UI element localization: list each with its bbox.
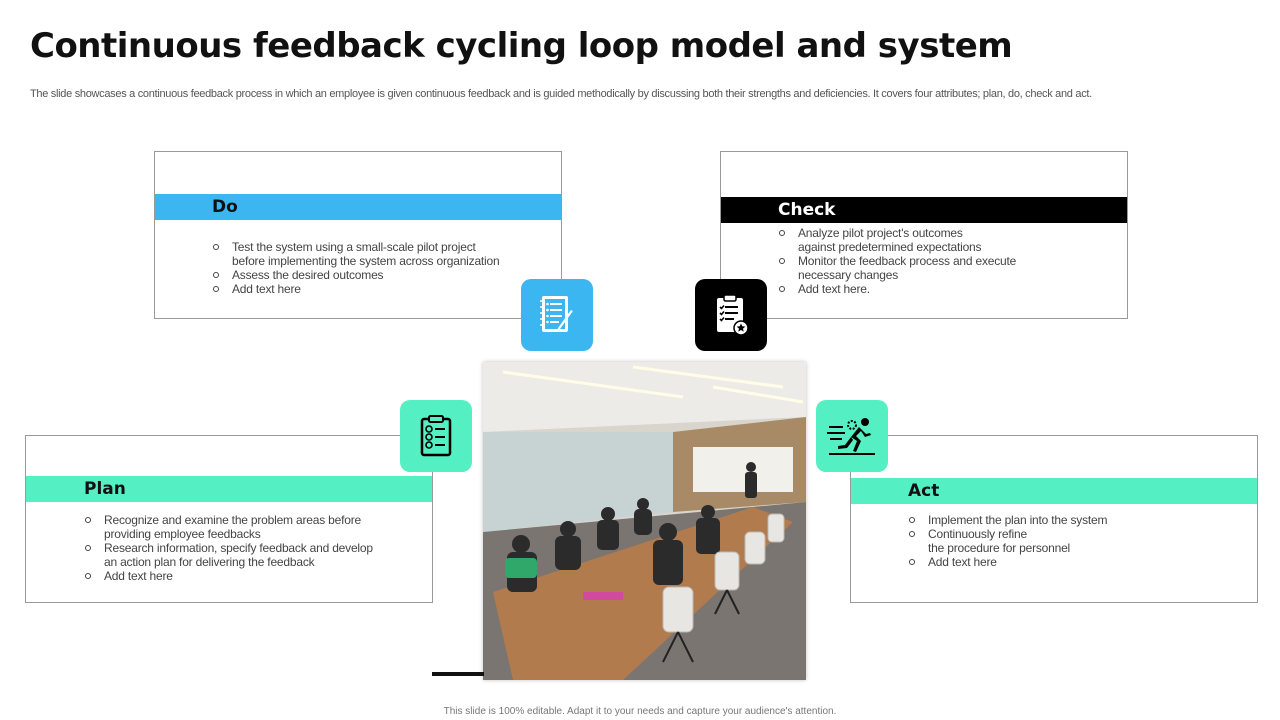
act-items: Implement the plan into the system Conti… (909, 513, 1239, 569)
list-item: Research information, specify feedback a… (85, 541, 415, 555)
slide-subtitle: The slide showcases a continuous feedbac… (30, 88, 1092, 100)
act-card: Act Implement the plan into the system C… (850, 435, 1258, 603)
do-items: Test the system using a small-scale pilo… (213, 240, 543, 296)
check-icon-tile (695, 279, 767, 351)
list-item: Monitor the feedback process and execute (779, 254, 1109, 268)
list-item: Add text here. (779, 282, 1109, 296)
clipboard-star-icon (717, 294, 749, 336)
list-item: Analyze pilot project's outcomes (779, 226, 1109, 240)
running-person-gear-icon (827, 418, 875, 455)
check-items: Analyze pilot project's outcomes against… (779, 226, 1109, 296)
list-item-continuation: providing employee feedbacks (104, 527, 261, 541)
act-header-band: Act (851, 478, 1257, 504)
plan-header-band: Plan (26, 476, 432, 502)
slide-title: Continuous feedback cycling loop model a… (30, 26, 1013, 66)
check-label: Check (778, 200, 836, 220)
check-card: Check Analyze pilot project's outcomes a… (720, 151, 1128, 319)
do-card: Do Test the system using a small-scale p… (154, 151, 562, 319)
list-item-continuation: necessary changes (798, 268, 898, 282)
list-item: Assess the desired outcomes (213, 268, 543, 282)
list-item: Add text here (213, 282, 543, 296)
list-item: Implement the plan into the system (909, 513, 1239, 527)
list-item: Test the system using a small-scale pilo… (213, 240, 543, 254)
plan-icon-tile (400, 400, 472, 472)
plan-label: Plan (84, 479, 126, 499)
clipboard-checklist-icon (420, 415, 452, 457)
plan-card: Plan Recognize and examine the problem a… (25, 435, 433, 603)
act-icon-tile (816, 400, 888, 472)
list-item-continuation: against predetermined expectations (798, 240, 982, 254)
list-item: Continuously refine (909, 527, 1239, 541)
do-label: Do (212, 197, 238, 217)
list-item: Recognize and examine the problem areas … (85, 513, 415, 527)
list-item-continuation: the procedure for personnel (928, 541, 1071, 555)
footer-note: This slide is 100% editable. Adapt it to… (443, 706, 837, 717)
list-item: Add text here (909, 555, 1239, 569)
list-item: Add text here (85, 569, 415, 583)
do-header-band: Do (155, 194, 561, 220)
list-item-continuation: before implementing the system across or… (232, 254, 500, 268)
plan-items: Recognize and examine the problem areas … (85, 513, 415, 583)
list-item-continuation: an action plan for delivering the feedba… (104, 555, 315, 569)
do-icon-tile (521, 279, 593, 351)
checklist-pen-icon (540, 296, 573, 332)
meeting-room-photo (483, 362, 806, 680)
act-label: Act (908, 481, 940, 501)
decorative-line (432, 672, 484, 676)
check-header-band: Check (721, 197, 1127, 223)
